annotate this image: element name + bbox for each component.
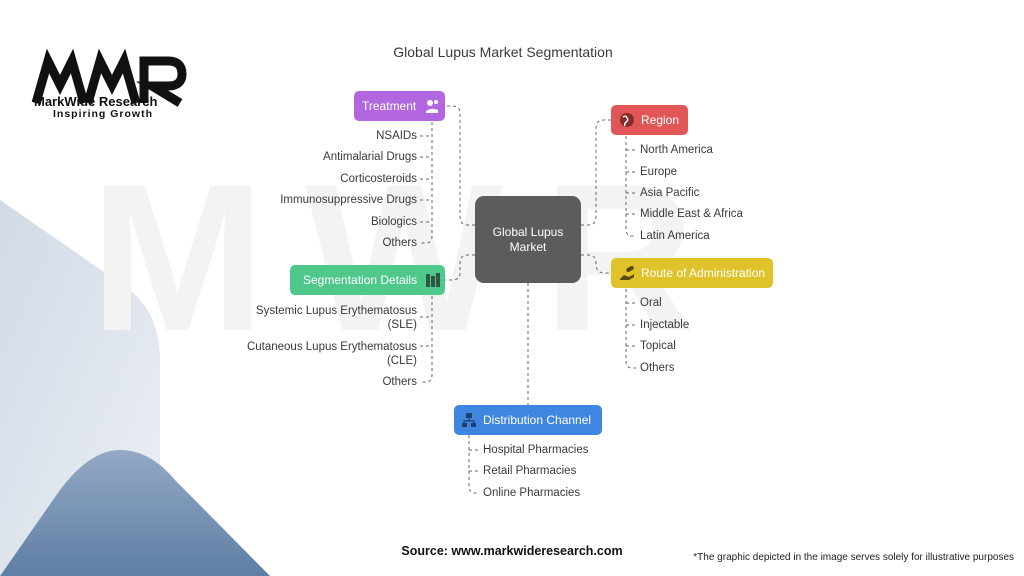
treatment-item: Immunosuppressive Drugs xyxy=(280,194,417,206)
bg-shape-dark xyxy=(0,450,270,576)
route-item: Injectable xyxy=(640,319,690,331)
treatment-item: Corticosteroids xyxy=(340,173,417,185)
segmentation-item: Others xyxy=(382,376,417,388)
region-item: Middle East & Africa xyxy=(640,208,743,220)
center-label: Global Lupus Market xyxy=(492,224,564,254)
treatment-node: Treatment xyxy=(354,91,445,121)
brand-name: MarkWide Research xyxy=(34,94,158,109)
segmentation-item: (CLE) xyxy=(386,355,417,367)
brand-tagline: Inspiring Growth xyxy=(53,108,153,120)
network-icon xyxy=(461,412,477,428)
treatment-label: Treatment xyxy=(362,99,417,113)
region-node: Region xyxy=(611,105,688,135)
globe-icon xyxy=(619,112,635,128)
segmentation-item: Systemic Lupus Erythematosus xyxy=(255,305,417,317)
treatment-item: Biologics xyxy=(370,216,417,228)
books-icon xyxy=(425,272,441,288)
segmentation-label: Segmentation Details xyxy=(303,273,418,287)
region-item: Latin America xyxy=(640,230,710,242)
treatment-item: NSAIDs xyxy=(376,130,417,142)
distribution-item: Hospital Pharmacies xyxy=(483,444,589,456)
distribution-item: Online Pharmacies xyxy=(483,487,581,499)
diagram-title: Global Lupus Market Segmentation xyxy=(393,44,613,60)
region-item: Europe xyxy=(640,166,678,178)
route-item: Oral xyxy=(640,297,662,309)
route-label: Route of Administration xyxy=(641,266,766,280)
treatment-item: Antimalarial Drugs xyxy=(323,151,417,163)
center-node: Global Lupus Market xyxy=(475,196,581,283)
route-node: Route of Administration xyxy=(611,258,773,288)
treatment-item: Others xyxy=(382,237,417,249)
region-label: Region xyxy=(641,113,680,127)
route-item: Others xyxy=(640,362,675,374)
hand-pill-icon xyxy=(619,265,635,281)
route-item: Topical xyxy=(640,340,676,352)
segmentation-item: Cutaneous Lupus Erythematosus xyxy=(246,341,417,353)
treatment-icon xyxy=(424,98,440,114)
distribution-label: Distribution Channel xyxy=(483,413,592,427)
region-item: Asia Pacific xyxy=(640,187,700,199)
segmentation-node: Segmentation Details xyxy=(290,265,445,295)
region-item: North America xyxy=(640,144,713,156)
source-caption: Source: www.markwideresearch.com xyxy=(401,544,623,558)
disclaimer-note: *The graphic depicted in the image serve… xyxy=(693,552,1014,563)
distribution-item: Retail Pharmacies xyxy=(483,465,577,477)
segmentation-item: (SLE) xyxy=(387,319,417,331)
mwr-logo xyxy=(31,48,187,107)
distribution-node: Distribution Channel xyxy=(454,405,602,435)
